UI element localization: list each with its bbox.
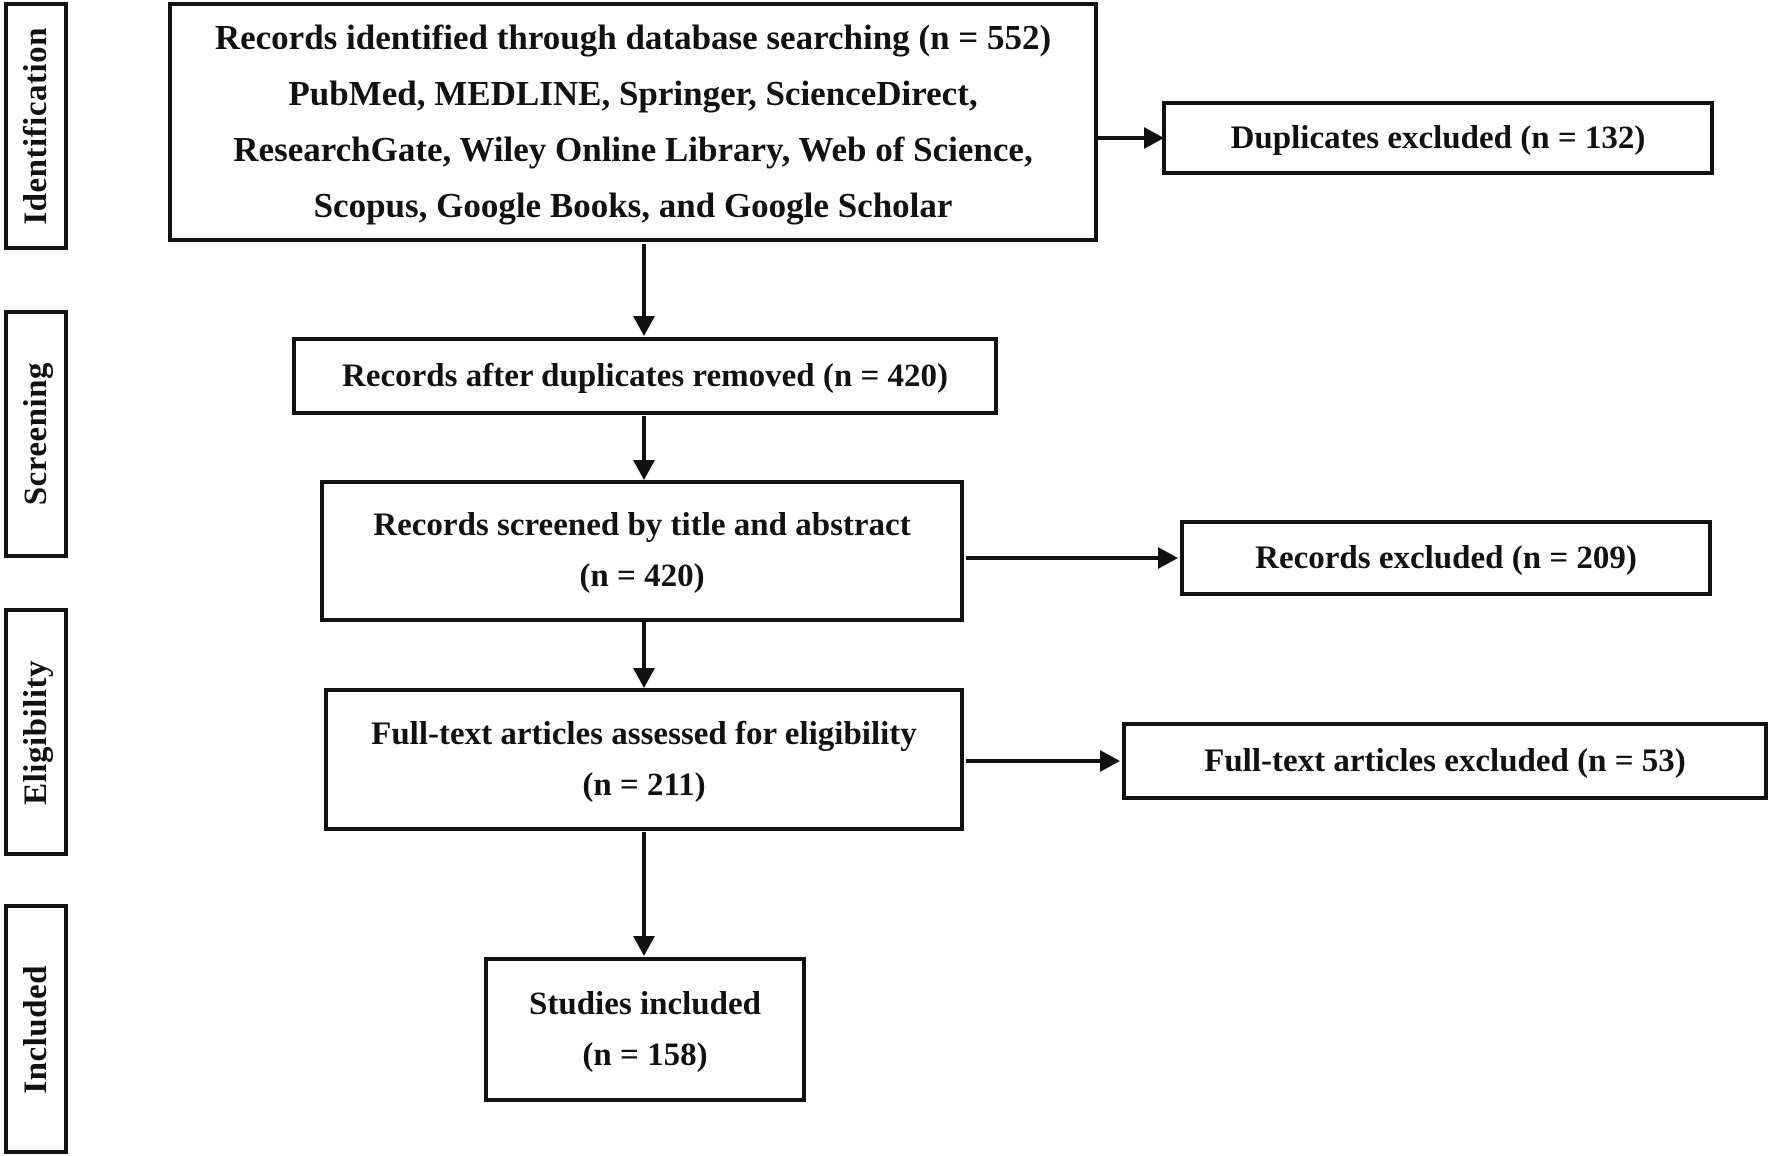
arrow-shaft bbox=[642, 622, 646, 668]
arrow-head bbox=[633, 668, 655, 688]
stage-label-included: Included bbox=[4, 904, 68, 1154]
duplicates-excluded-text: Duplicates excluded (n = 132) bbox=[1230, 119, 1646, 156]
arrow-shaft bbox=[966, 759, 1102, 763]
stage-label-identification-text: Identification bbox=[17, 27, 54, 225]
stage-label-identification: Identification bbox=[4, 2, 68, 250]
arrow-shaft bbox=[1098, 136, 1146, 140]
arrow-head bbox=[633, 460, 655, 480]
arrow-head bbox=[633, 936, 655, 956]
arrow-shaft bbox=[966, 556, 1160, 560]
box-records-excluded: Records excluded (n = 209) bbox=[1180, 520, 1712, 596]
stage-label-screening-text: Screening bbox=[17, 362, 54, 506]
stage-label-included-text: Included bbox=[17, 964, 54, 1094]
box-records-identified: Records identified through database sear… bbox=[168, 2, 1098, 242]
arrow-shaft bbox=[642, 832, 646, 936]
arrow-head bbox=[633, 316, 655, 336]
stage-label-eligibility-text: Eligibility bbox=[17, 659, 54, 805]
box-records-screened: Records screened by title and abstract (… bbox=[320, 480, 964, 622]
records-after-duplicates-text: Records after duplicates removed (n = 42… bbox=[342, 357, 948, 394]
records-identified-line-4: Scopus, Google Books, and Google Scholar bbox=[313, 186, 953, 225]
arrow-after-duplicates-to-screened bbox=[626, 416, 662, 480]
arrow-identified-to-duplicates bbox=[1098, 120, 1164, 156]
arrow-identified-to-after-duplicates bbox=[626, 244, 662, 336]
stage-label-screening: Screening bbox=[4, 310, 68, 558]
arrow-shaft bbox=[642, 416, 646, 460]
fulltext-excluded-text: Full-text articles excluded (n = 53) bbox=[1204, 742, 1686, 779]
records-identified-line-3: ResearchGate, Wiley Online Library, Web … bbox=[233, 130, 1033, 169]
arrow-fulltext-to-fulltext-excluded bbox=[966, 743, 1120, 779]
stage-label-eligibility: Eligibility bbox=[4, 608, 68, 856]
records-identified-line-2: PubMed, MEDLINE, Springer, ScienceDirect… bbox=[288, 74, 978, 113]
arrow-shaft bbox=[642, 244, 646, 316]
arrow-screened-to-records-excluded bbox=[966, 540, 1178, 576]
box-fulltext-assessed: Full-text articles assessed for eligibil… bbox=[324, 688, 964, 831]
fulltext-assessed-line-2: (n = 211) bbox=[582, 766, 706, 803]
arrow-fulltext-to-studies-included bbox=[626, 832, 662, 956]
arrow-head bbox=[1158, 547, 1178, 569]
box-studies-included: Studies included (n = 158) bbox=[484, 957, 806, 1102]
arrow-head bbox=[1100, 750, 1120, 772]
records-screened-line-2: (n = 420) bbox=[579, 558, 705, 594]
box-fulltext-excluded: Full-text articles excluded (n = 53) bbox=[1122, 722, 1768, 800]
studies-included-line-2: (n = 158) bbox=[582, 1036, 708, 1073]
records-identified-line-1: Records identified through database sear… bbox=[214, 18, 1052, 57]
studies-included-line-1: Studies included bbox=[529, 985, 761, 1022]
records-screened-line-1: Records screened by title and abstract bbox=[373, 507, 911, 543]
box-duplicates-excluded: Duplicates excluded (n = 132) bbox=[1162, 101, 1714, 175]
records-excluded-text: Records excluded (n = 209) bbox=[1255, 539, 1637, 576]
arrow-head bbox=[1144, 127, 1164, 149]
arrow-screened-to-fulltext bbox=[626, 622, 662, 688]
box-records-after-duplicates-removed: Records after duplicates removed (n = 42… bbox=[292, 337, 998, 415]
fulltext-assessed-line-1: Full-text articles assessed for eligibil… bbox=[371, 715, 917, 752]
